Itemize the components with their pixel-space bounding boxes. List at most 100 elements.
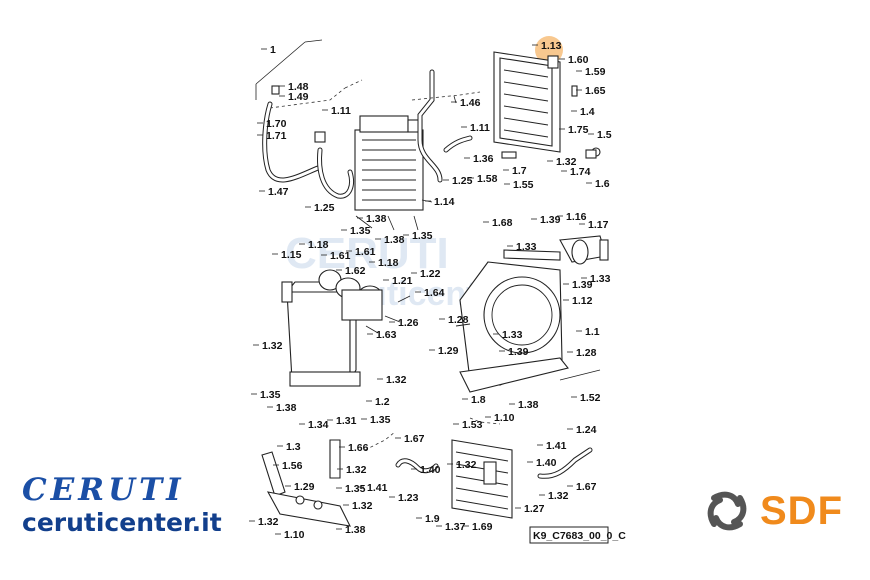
- part-label: 1.47: [268, 186, 289, 198]
- part-label: 1.7: [512, 165, 527, 177]
- part-label: 1.35: [350, 225, 371, 237]
- part-label: 1.23: [398, 492, 419, 504]
- part-label: 1.52: [580, 392, 601, 404]
- part-label: 1.28: [448, 314, 469, 326]
- part-label: 1.33: [502, 329, 523, 341]
- part-label: 1.8: [471, 394, 486, 406]
- group-charge-air-cooler-top: [255, 39, 481, 231]
- part-label: 1.15: [281, 249, 302, 261]
- ceruti-url: ceruticenter.it: [22, 508, 222, 537]
- part-label: 1.46: [460, 97, 481, 109]
- part-label: 1.38: [384, 234, 405, 246]
- part-label: 1.32: [352, 500, 373, 512]
- part-label: 1.22: [420, 268, 441, 280]
- sdf-emblem-icon: [707, 491, 747, 531]
- part-label: 1.16: [566, 211, 587, 223]
- watermark-brand: CERUTI: [285, 229, 449, 278]
- part-label: 1: [270, 44, 276, 56]
- part-label: 1.71: [266, 130, 287, 142]
- part-label: 1.64: [424, 287, 445, 299]
- part-label: 1.5: [597, 129, 612, 141]
- part-label: 1.39: [508, 346, 529, 358]
- part-label: 1.4: [580, 106, 595, 118]
- part-label: 1.3: [286, 441, 301, 453]
- part-label: 1.58: [477, 173, 498, 185]
- group-fan-shroud: [455, 235, 609, 393]
- part-label: 1.55: [513, 179, 534, 191]
- part-label: 1.63: [376, 329, 397, 341]
- part-label: 1.35: [370, 414, 391, 426]
- part-labels: 11.481.491.701.711.471.251.111.461.111.3…: [249, 40, 612, 541]
- group-ac-condenser: [395, 417, 593, 519]
- part-label: 1.74: [570, 166, 591, 178]
- ceruti-logo: CERUTI ceruticenter.it: [22, 474, 222, 538]
- part-label: 1.39: [540, 214, 561, 226]
- part-label: 1.18: [308, 239, 329, 251]
- part-label: 1.34: [308, 419, 329, 431]
- part-label: 1.59: [585, 66, 606, 78]
- sdf-wordmark: SDF: [760, 488, 843, 533]
- part-label: 1.31: [336, 415, 357, 427]
- part-label: 1.41: [367, 482, 388, 494]
- part-label: 1.38: [366, 213, 387, 225]
- part-label: 1.32: [548, 490, 569, 502]
- part-label: 1.66: [348, 442, 369, 454]
- part-label: 1.61: [330, 250, 351, 262]
- part-label: 1.70: [266, 118, 287, 130]
- part-label: 1.29: [438, 345, 459, 357]
- part-label: 1.32: [262, 340, 283, 352]
- part-label: 1.28: [576, 347, 597, 359]
- part-label: 1.49: [288, 91, 309, 103]
- part-label: 1.40: [420, 464, 441, 476]
- part-label: 1.32: [346, 464, 367, 476]
- part-label: 1.35: [412, 230, 433, 242]
- part-label: 1.65: [585, 85, 606, 97]
- part-label: 1.40: [536, 457, 557, 469]
- part-label: 1.75: [568, 124, 589, 136]
- part-label: 1.35: [260, 389, 281, 401]
- part-label: 1.53: [462, 419, 483, 431]
- part-label: 1.32: [258, 516, 279, 528]
- part-label: 1.37: [445, 521, 466, 533]
- part-label: 1.27: [524, 503, 545, 515]
- group-mounting-bracket: [261, 431, 396, 527]
- part-label: 1.35: [345, 483, 366, 495]
- group-oil-cooler: [281, 269, 411, 387]
- part-label: 1.32: [456, 459, 477, 471]
- part-label: 1.48: [288, 81, 309, 93]
- part-label: 1.24: [576, 424, 597, 436]
- part-label: 1.26: [398, 317, 419, 329]
- part-label: 1.36: [473, 153, 494, 165]
- part-label: 1.18: [378, 257, 399, 269]
- part-label: 1.67: [404, 433, 425, 445]
- reference-code-box: [529, 526, 609, 544]
- part-label: 1.68: [492, 217, 513, 229]
- part-label: 1.29: [294, 481, 315, 493]
- part-label: 1.32: [556, 156, 577, 168]
- part-label: 1.41: [546, 440, 567, 452]
- part-label: 1.38: [345, 524, 366, 536]
- sdf-logo: SDF: [704, 488, 843, 534]
- part-label: 1.38: [276, 402, 297, 414]
- part-label: 1.39: [572, 279, 593, 291]
- part-label: 1.69: [472, 521, 493, 533]
- part-label: 1.14: [434, 196, 455, 208]
- part-label: 1.33: [590, 273, 611, 285]
- ceruti-wordmark: CERUTI: [22, 472, 185, 508]
- part-label: 1.25: [314, 202, 335, 214]
- part-label: 1.2: [375, 396, 390, 408]
- part-label: 1.60: [568, 54, 589, 66]
- part-label: 1.38: [518, 399, 539, 411]
- part-label: 1.61: [355, 246, 376, 258]
- part-label: 1.9: [425, 513, 440, 525]
- group-main-radiator: [493, 51, 601, 159]
- part-label: 1.33: [516, 241, 537, 253]
- part-label: 1.13: [541, 40, 562, 52]
- part-label: 1.1: [585, 326, 600, 338]
- part-label: 1.10: [494, 412, 515, 424]
- reference-code: K9_C7683_00_0_C: [533, 530, 626, 542]
- part-label: 1.11: [470, 122, 490, 134]
- part-label: 1.56: [282, 460, 303, 472]
- part-label: 1.17: [588, 219, 609, 231]
